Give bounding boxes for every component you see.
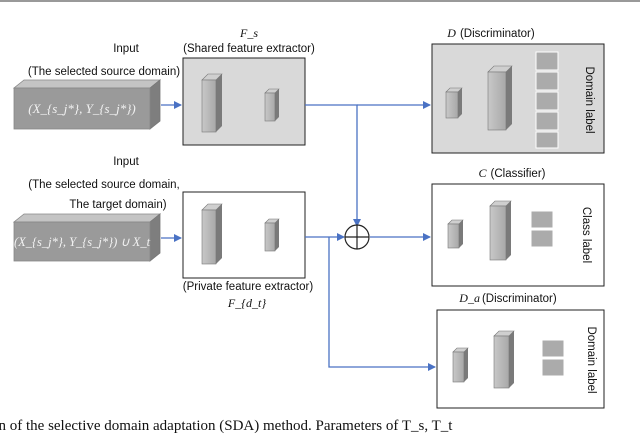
arrow-shared-to-merge: [305, 104, 361, 227]
private-extractor-box: [182, 191, 306, 279]
input-bottom-title: Input: [113, 156, 139, 168]
discriminator-bottom-output: [541, 339, 565, 377]
discriminator-bottom-title: D_a(Discriminator): [458, 291, 557, 305]
discriminator-top-side-label: Domain label: [583, 66, 595, 133]
discriminator-top-layer-2: [487, 65, 513, 131]
shared-extractor-symbol: F_s: [239, 26, 258, 40]
shared-extractor-label: (Shared feature extractor): [183, 43, 315, 55]
input-bottom-subtitle-1: (The selected source domain,: [28, 179, 180, 191]
input-top-tensor: (X_{s_j*}, Y_{s_j*}): [12, 79, 162, 130]
arrow-private-to-discriminator-a: [328, 237, 436, 371]
input-top-tensor-label: (X_{s_j*}, Y_{s_j*}): [28, 101, 135, 116]
shared-extractor-layer-2: [264, 88, 280, 122]
input-top-title: Input: [113, 43, 139, 55]
input-bottom-tensor: (X_{s_j*}, Y_{s_j*}) ∪ X_t: [12, 213, 162, 262]
input-top-subtitle: (The selected source domain): [28, 66, 180, 78]
merge-node: [344, 224, 370, 250]
shared-extractor-box: [182, 57, 306, 146]
classifier-layer-1: [447, 219, 464, 249]
discriminator-bottom-layer-1: [452, 347, 469, 383]
private-extractor-layer-1: [201, 203, 223, 265]
private-extractor-layer-2: [264, 218, 280, 252]
discriminator-bottom-side-label: Domain label: [585, 326, 597, 393]
discriminator-bottom-layer-2: [493, 330, 515, 389]
input-bottom-tensor-label: (X_{s_j*}, Y_{s_j*}) ∪ X_t: [14, 235, 151, 249]
discriminator-top-output: [535, 51, 559, 149]
classifier-side-label: Class label: [580, 207, 592, 263]
classifier-output: [530, 210, 554, 248]
classifier-layer-2: [489, 200, 512, 261]
input-bottom-subtitle-2: The target domain): [69, 199, 166, 211]
connectors: [161, 101, 436, 371]
discriminator-top-title: D(Discriminator): [446, 26, 535, 40]
private-extractor-label: (Private feature extractor): [183, 281, 314, 293]
private-extractor-symbol: F_{d_t}: [227, 296, 266, 310]
classifier-title: C(Classifier): [479, 166, 546, 180]
discriminator-top-layer-1: [445, 87, 463, 119]
figure-caption: ation of the selective domain adaptation…: [0, 418, 453, 434]
shared-extractor-layer-1: [201, 73, 223, 133]
